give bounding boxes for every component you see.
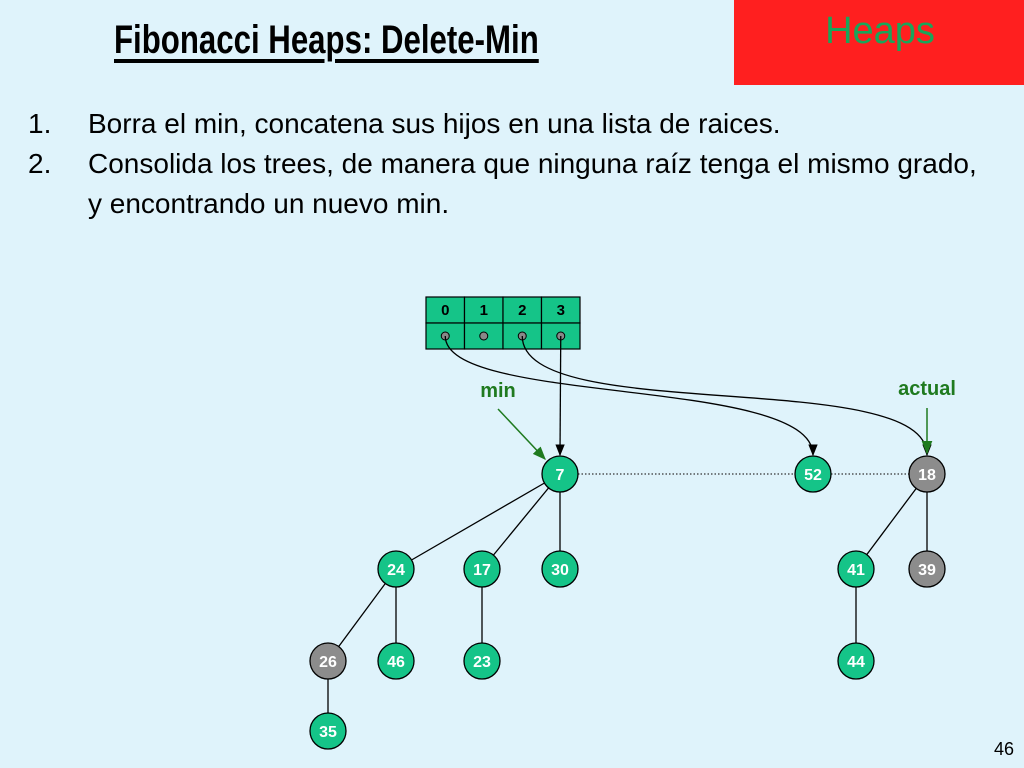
rank-pointer-arrow — [444, 335, 818, 457]
step-number: 2. — [28, 148, 52, 179]
heap-node: 30 — [541, 550, 579, 588]
page-number: 46 — [993, 739, 1014, 759]
heap-node-circle — [541, 455, 579, 493]
heap-node: 46 — [377, 642, 415, 680]
heap-node-label: 46 — [387, 654, 405, 671]
heap-node-label: 39 — [918, 562, 936, 579]
heap-node-label: 17 — [473, 562, 491, 579]
rank-pointer-arrow — [521, 335, 932, 457]
actual-pointer-label: actual — [898, 378, 956, 400]
heap-node-circle — [463, 550, 501, 588]
rank-array-header-cell — [540, 296, 581, 324]
heap-node-circle — [463, 642, 501, 680]
heap-node-label: 7 — [556, 467, 565, 484]
heap-node: 7 — [541, 455, 579, 493]
step-item: 2. Consolida los trees, de manera que ni… — [28, 144, 988, 224]
heap-node: 35 — [309, 712, 347, 750]
heap-node-label: 23 — [473, 654, 491, 671]
rank-array-label: 0 — [441, 302, 449, 319]
rank-pointer-arrow — [555, 335, 565, 457]
heap-node-circle-marked — [908, 550, 946, 588]
rank-array-pointer-dot — [479, 331, 489, 341]
tree-edge — [481, 473, 561, 570]
step-item: 1. Borra el min, concatena sus hijos en … — [28, 104, 988, 144]
section-tag-label: Heaps — [825, 10, 935, 52]
heap-node: 17 — [463, 550, 501, 588]
heap-node-label: 24 — [387, 562, 405, 579]
rank-array-label: 2 — [518, 302, 526, 319]
steps-list: 1. Borra el min, concatena sus hijos en … — [28, 104, 988, 224]
slide-title: Fibonacci Heaps: Delete-Min — [114, 18, 539, 62]
heap-node-circle — [309, 712, 347, 750]
heap-node-label: 18 — [918, 467, 936, 484]
tree-edge — [855, 473, 928, 570]
heap-node-circle — [794, 455, 832, 493]
step-number: 1. — [28, 108, 52, 139]
tree-edge — [395, 473, 561, 570]
heap-node-circle — [377, 550, 415, 588]
heap-node-circle — [377, 642, 415, 680]
heap-node-circle — [837, 642, 875, 680]
heap-node: 18 — [908, 455, 946, 493]
heap-node-label: 35 — [319, 724, 337, 741]
heap-node: 41 — [837, 550, 875, 588]
heap-node-label: 44 — [847, 654, 865, 671]
heap-node: 26 — [309, 642, 347, 680]
heap-node-label: 52 — [804, 467, 822, 484]
heap-node: 23 — [463, 642, 501, 680]
heap-node: 39 — [908, 550, 946, 588]
rank-array-pointer-cell — [502, 322, 543, 350]
min-pointer-label: min — [480, 380, 516, 402]
min-pointer-arrow — [497, 408, 546, 460]
heap-node-circle-marked — [908, 455, 946, 493]
heap-node-label: 26 — [319, 654, 337, 671]
heap-node-circle — [541, 550, 579, 588]
heap-node-circle-marked — [309, 642, 347, 680]
heap-node: 52 — [794, 455, 832, 493]
heap-node-label: 41 — [847, 562, 865, 579]
rank-array-label: 1 — [480, 302, 488, 319]
heap-node: 44 — [837, 642, 875, 680]
heap-node: 24 — [377, 550, 415, 588]
heap-node-label: 30 — [551, 562, 569, 579]
heap-node-circle — [837, 550, 875, 588]
step-text: Consolida los trees, de manera que ningu… — [88, 148, 977, 219]
tree-edge — [327, 568, 397, 662]
rank-array-label: 3 — [557, 302, 565, 319]
step-text: Borra el min, concatena sus hijos en una… — [88, 108, 781, 139]
section-tag: Heaps — [734, 0, 1024, 85]
